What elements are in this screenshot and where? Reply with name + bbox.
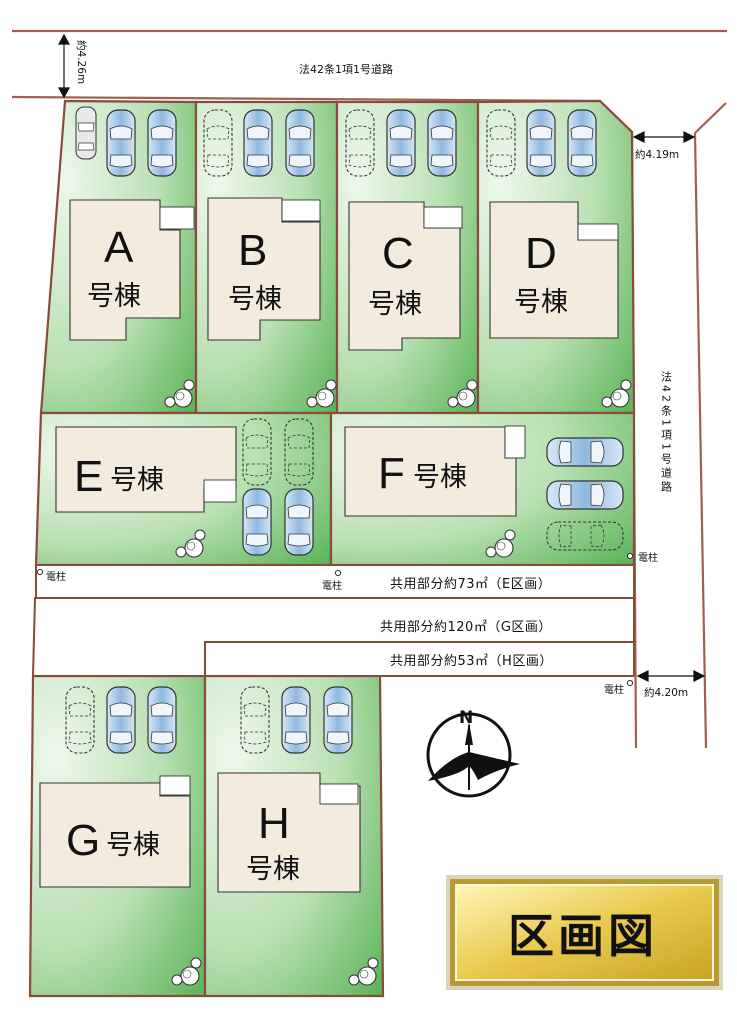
entrance-steps [159,199,619,805]
dimension-right-upper: 約4.19m [635,148,679,161]
dimension-right-lower: 約4.20m [644,686,688,699]
compass: N [426,708,520,798]
lot-e-suffix: 号棟 [110,465,164,496]
lot-d-suffix: 号棟 [514,287,568,318]
dimension-arrows [57,33,706,682]
lot-g-letter: G [66,816,100,865]
shared-strips [31,564,635,677]
shared-strip-e [35,564,635,599]
lot-b-suffix: 号棟 [228,284,282,315]
utility-pole-label-2: 電柱 [322,579,342,592]
dimension-top: 約4.26m [75,40,88,84]
houses [39,197,619,893]
title-panel [446,875,723,990]
lot-c-suffix: 号棟 [368,289,422,320]
utility-pole-label-3: 電柱 [638,551,658,564]
lot-a-letter: A [104,223,134,272]
road-label-top: 法42条1項1号道路 [299,62,393,76]
lot-b-letter: B [238,226,267,275]
labels: 法42条1項1号道路 約4.26m 約4.19m 約4.20m 法42条1項1号… [46,40,688,963]
lot-h-letter: H [258,799,290,848]
shared-area-e: 共用部分約73㎡（E区画） [390,577,551,592]
lot-f-letter: F [378,449,405,498]
lot-d-letter: D [525,229,557,278]
lot-a-suffix: 号棟 [87,281,141,312]
lot-f-suffix: 号棟 [413,462,467,493]
shared-area-h: 共用部分約53㎡（H区画） [390,654,553,669]
road-label-right: 法42条1項1号道路 [660,370,673,495]
lot-c-letter: C [382,229,414,278]
lot-e-letter: E [74,452,103,501]
compass-north-label: N [459,708,473,728]
plan-title: 区画図 [508,909,658,963]
lot-h-suffix: 号棟 [246,854,300,885]
lot-g-suffix: 号棟 [106,830,160,861]
shared-strip-h [204,641,635,677]
shared-area-g: 共用部分約120㎡（G区画） [380,620,552,635]
utility-pole-label-4: 電柱 [604,683,624,696]
utility-pole-markers [36,552,634,687]
utility-pole-label-1: 電柱 [46,570,66,583]
